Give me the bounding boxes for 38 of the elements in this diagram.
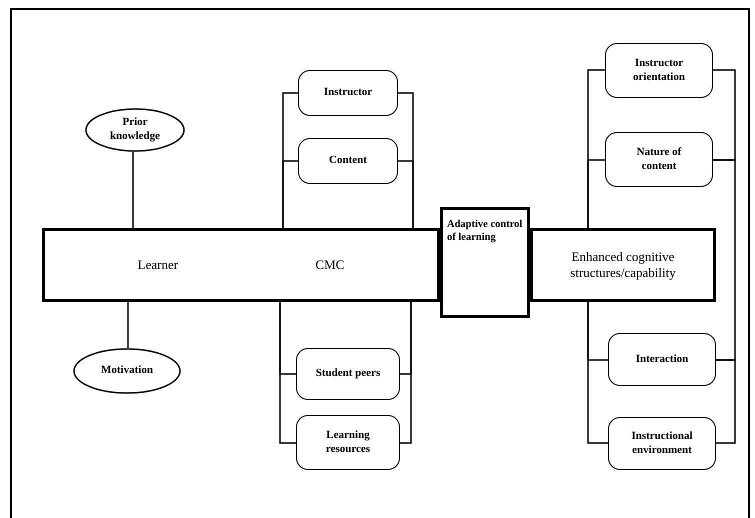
process-box xyxy=(440,207,530,318)
node-label: Instructor xyxy=(324,86,372,100)
node-label: Adaptive control of learning xyxy=(447,218,523,244)
connector-line xyxy=(282,160,298,228)
connector-line xyxy=(587,159,605,228)
rounded-box xyxy=(296,348,400,400)
rounded-box xyxy=(605,43,713,98)
ellipse-node xyxy=(73,348,181,394)
rounded-box xyxy=(608,417,716,470)
connector-line xyxy=(127,302,129,348)
node-label: Learning resources xyxy=(324,428,372,456)
rounded-box xyxy=(605,132,713,187)
rounded-box xyxy=(608,333,716,386)
node-label: Interaction xyxy=(636,352,688,366)
band-box xyxy=(530,228,716,302)
rounded-box xyxy=(298,138,398,184)
node-label: Nature of content xyxy=(636,146,682,174)
ellipse-node xyxy=(85,108,185,152)
node-label: Instructional environment xyxy=(630,430,694,458)
node-label: Instructor orientation xyxy=(632,56,686,84)
connector-line xyxy=(587,302,608,444)
connector-line xyxy=(132,152,134,228)
connector-line xyxy=(279,302,296,444)
connector-line xyxy=(716,359,736,444)
band-label: Enhanced cognitive structures/capability xyxy=(569,248,677,282)
band-box xyxy=(42,228,440,302)
rounded-box xyxy=(298,70,398,116)
node-label: Content xyxy=(329,154,367,168)
connector-line xyxy=(713,69,736,161)
band-label: Learner xyxy=(138,256,178,274)
rounded-box xyxy=(296,415,400,470)
connector-line xyxy=(400,302,412,444)
band-label: CMC xyxy=(315,256,344,274)
node-label: Prior knowledge xyxy=(108,116,162,144)
node-label: Student peers xyxy=(316,367,380,381)
connector-line xyxy=(713,159,736,361)
node-label: Motivation xyxy=(100,364,154,378)
connector-line xyxy=(398,160,414,228)
